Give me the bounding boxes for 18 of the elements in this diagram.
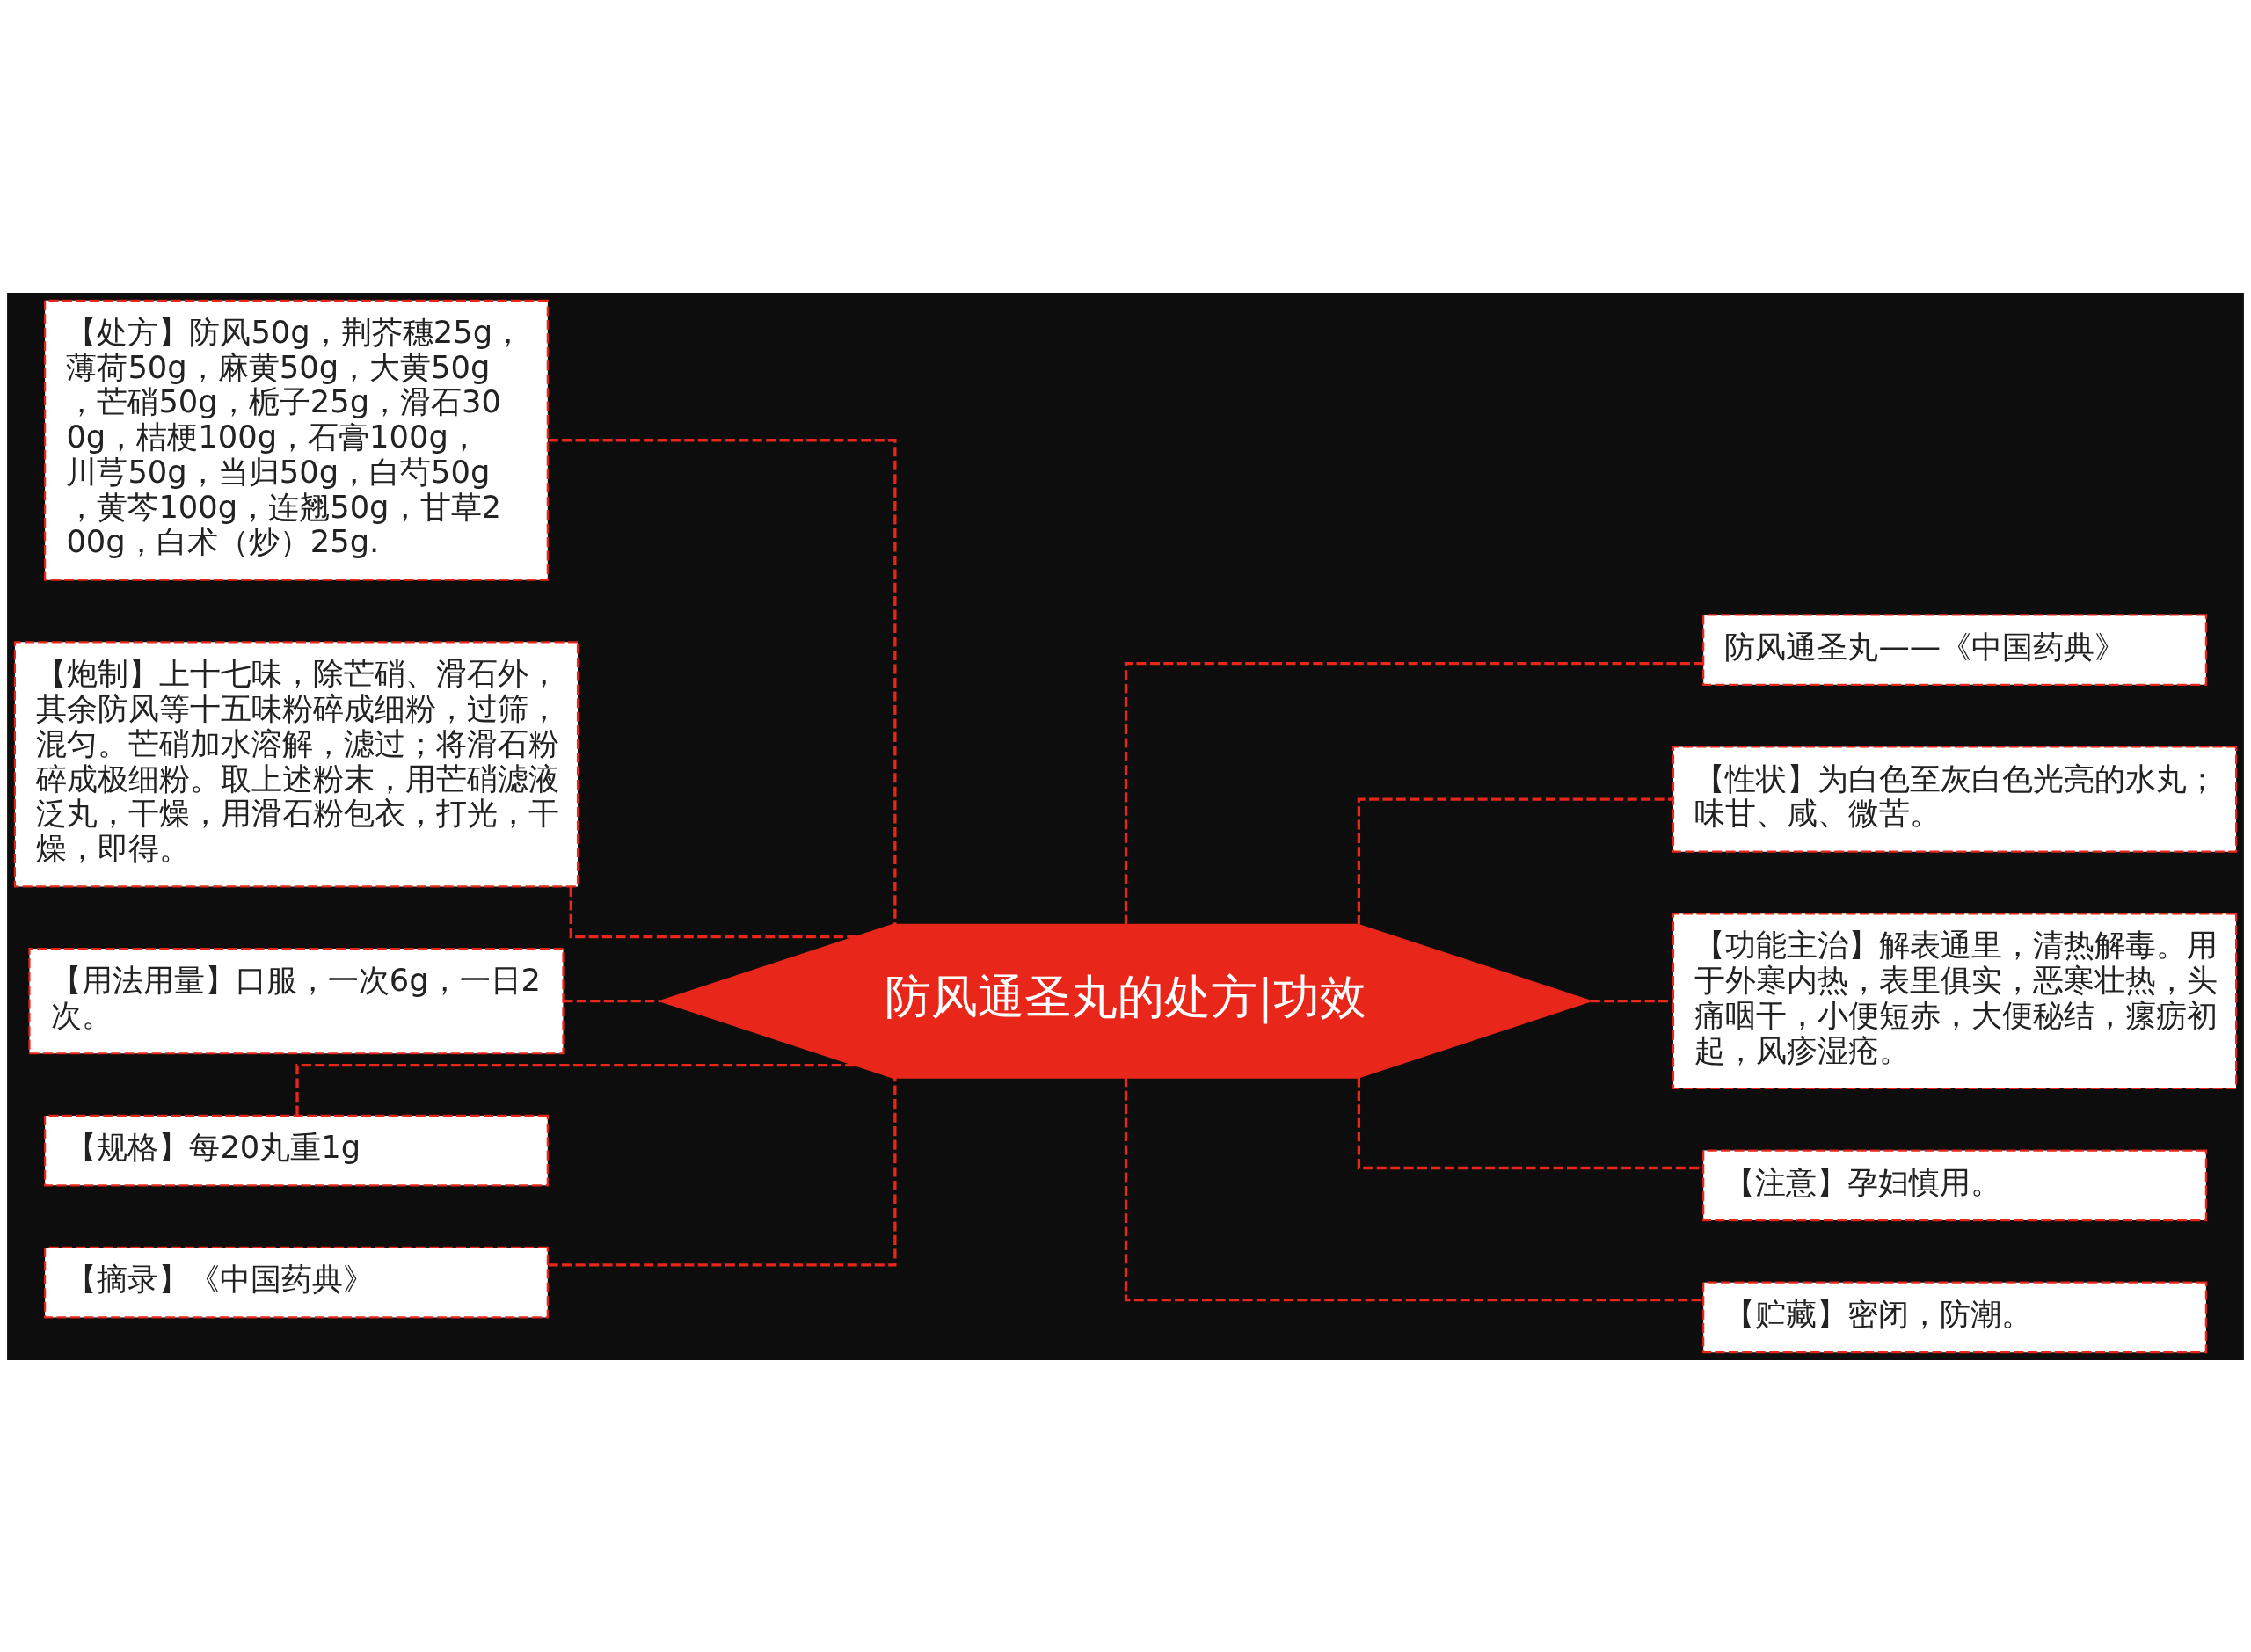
node-box: 【性状】为白色至灰白色光亮的水丸；味甘、咸、微苦。: [1672, 745, 2238, 853]
node-box: 【用法用量】口服，一次6g，一日2次。: [28, 947, 565, 1054]
node-box: 【贮藏】密闭，防潮。: [1702, 1281, 2207, 1353]
node-box: 【处方】防风50g，荆芥穗25g，薄荷50g，麻黄50g，大黄50g，芒硝50g，栀子25g，滑石300g，桔梗100g，石膏100g，川芎50g，当归50g，白芍50g，黄芩100g，连翘50g，甘草200g，白术（炒）25g.: [44, 299, 549, 581]
connector: [548, 438, 897, 925]
connector: [569, 886, 856, 938]
connector: [563, 999, 661, 1002]
node-box: 【摘录】《中国药典》: [44, 1246, 549, 1319]
node-box: 【规格】每20丸重1g: [44, 1114, 549, 1186]
connector: [1357, 797, 1673, 925]
node-box: 防风通圣丸——《中国药典》: [1702, 613, 2207, 686]
node-box: 【注意】孕妇慎用。: [1702, 1149, 2207, 1221]
connector: [1124, 661, 1704, 924]
connector: [295, 1063, 856, 1116]
connector: [1590, 999, 1673, 1002]
node-box: 【功能主治】解表通里，清热解毒。用于外寒内热，表里俱实，恶寒壮热，头痛咽干，小便短赤，大便秘结，瘰疬初起，风疹湿疮。: [1672, 912, 2238, 1089]
connector: [548, 1077, 897, 1266]
node-box: 【炮制】上十七味，除芒硝、滑石外，其余防风等十五味粉碎成细粉，过筛，混匀。芒硝加水溶解，滤过；将滑石粉碎成极细粉。取上述粉末，用芒硝滤液泛丸，干燥，用滑石粉包衣，打光，干燥，即得。: [13, 640, 579, 888]
